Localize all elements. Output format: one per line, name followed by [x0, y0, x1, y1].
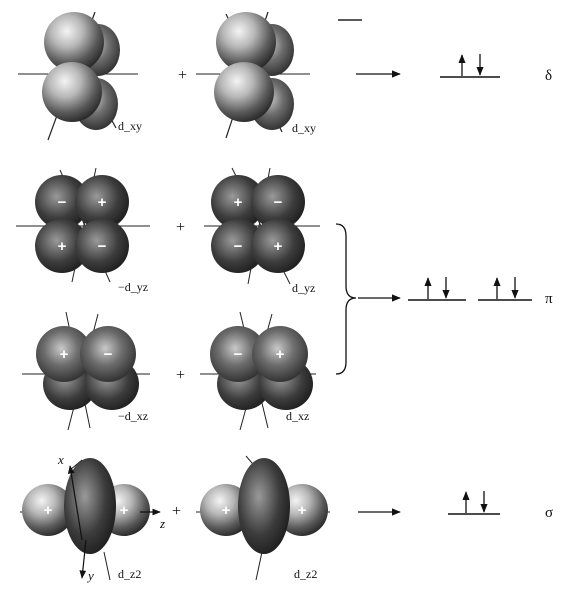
sign-plus: + — [276, 346, 285, 363]
x-axis-arrow — [67, 465, 83, 541]
dxz-orbital-left: + − — [22, 311, 150, 431]
delta-symbol: δ — [545, 68, 552, 84]
dyz-orbital-left: − + + − — [16, 167, 150, 283]
y-axis-label: y — [86, 568, 94, 583]
dz2-orbital-left: + + — [20, 458, 161, 581]
sign-minus: − — [274, 194, 283, 211]
dxy-label-right: d_xy — [292, 121, 316, 135]
plus-operator: + — [176, 219, 185, 236]
row-delta: + d_xy d_xy δ — [18, 11, 552, 141]
pi-symbol: π — [545, 291, 553, 307]
curly-brace — [335, 223, 357, 375]
plus-operator: + — [172, 503, 181, 520]
dz2-orbital-right: + + — [196, 455, 330, 581]
sign-plus: + — [98, 194, 107, 211]
dxz-label-right: d_xz — [286, 409, 309, 423]
sign-minus: − — [234, 238, 243, 255]
sign-plus: + — [274, 238, 283, 255]
x-axis-label: x — [57, 452, 64, 467]
dxz-orbital-right: − + — [200, 311, 316, 431]
dyz-label-right: d_yz — [292, 281, 315, 295]
dyz-label-left: −d_yz — [118, 280, 148, 294]
row-sigma: + + x y z + d_z2 + + d_z2 σ — [20, 452, 553, 583]
pi-energy-levels — [408, 277, 532, 301]
plus-operator: + — [176, 367, 185, 384]
sign-plus: + — [120, 502, 129, 519]
row-pi-dxz: + − + −d_xz − + d_xz — [22, 311, 316, 431]
z-axis-label: z — [159, 516, 165, 531]
dxz-label-left: −d_xz — [118, 409, 148, 423]
sigma-energy-level — [448, 491, 500, 515]
dyz-orbital-right: + − − + — [204, 167, 320, 285]
y-axis-arrow — [79, 539, 87, 579]
dxy-label-left: d_xy — [118, 119, 142, 133]
sign-minus: − — [98, 238, 107, 255]
delta-energy-level — [440, 54, 500, 78]
dz2-label-left: d_z2 — [118, 567, 141, 581]
sign-plus: + — [44, 502, 53, 519]
sign-minus: − — [104, 346, 113, 363]
sigma-symbol: σ — [545, 505, 553, 521]
sign-plus: + — [234, 194, 243, 211]
dz2-label-right: d_z2 — [294, 567, 317, 581]
row-pi-dyz: − + + − + −d_yz + − − + d_yz — [16, 167, 320, 295]
dxy-orbital-left — [18, 11, 138, 141]
sign-minus: − — [234, 346, 243, 363]
sign-plus: + — [58, 238, 67, 255]
plus-operator: + — [178, 67, 187, 84]
sign-minus: − — [58, 194, 67, 211]
sign-plus: + — [222, 502, 231, 519]
dxy-orbital-right — [196, 11, 310, 139]
sign-plus: + — [298, 502, 307, 519]
sign-plus: + — [60, 346, 69, 363]
